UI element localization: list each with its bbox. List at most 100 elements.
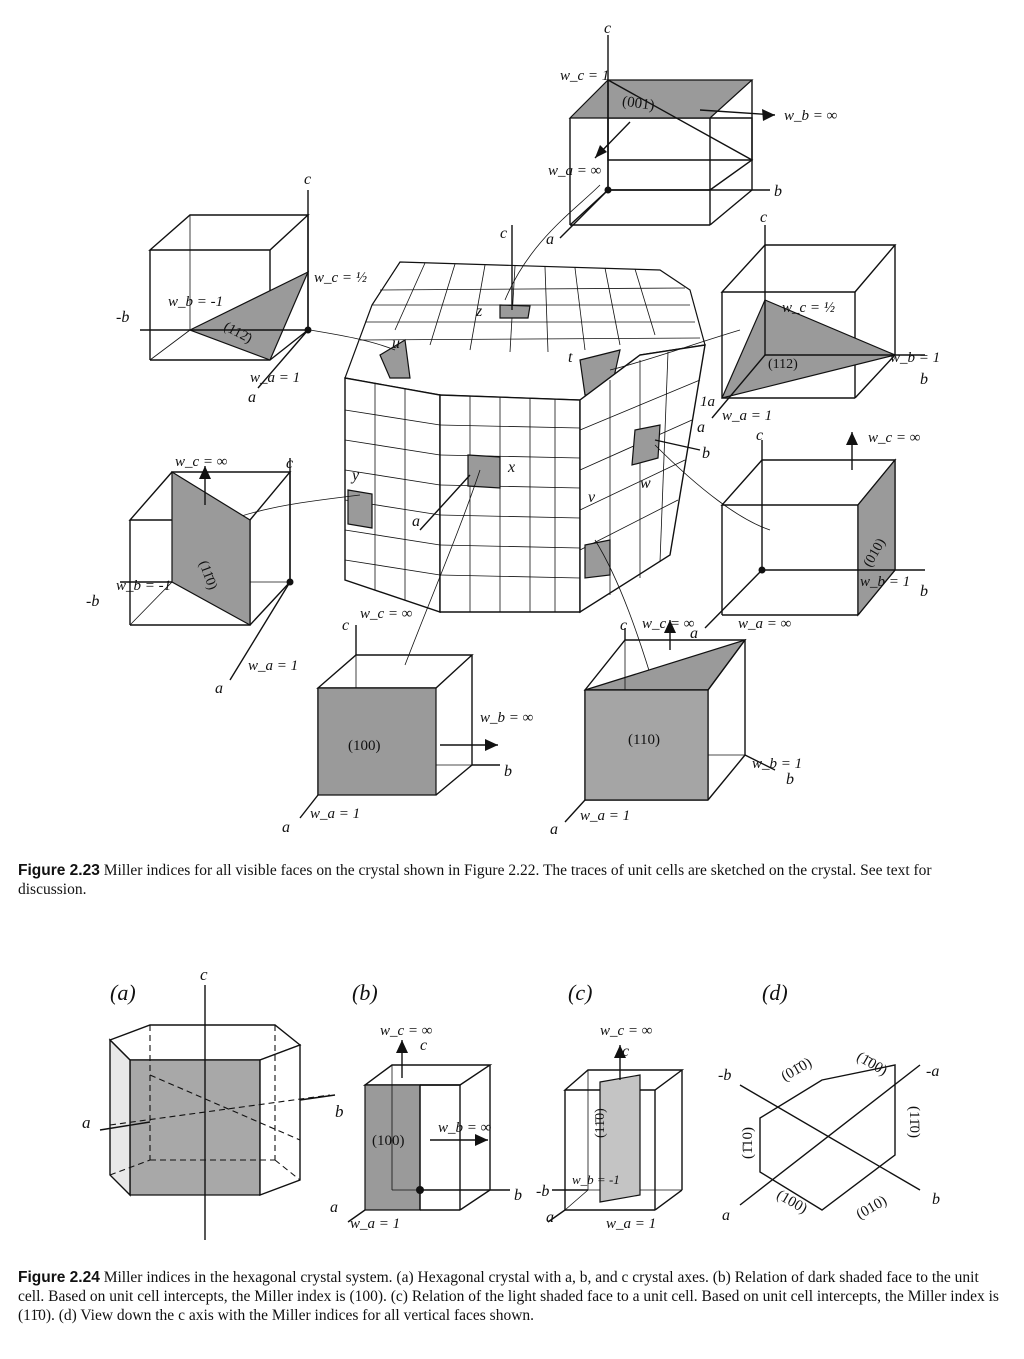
cell-110-axis-c: c — [620, 617, 627, 634]
panel-c-intercept-c: w_c = ∞ — [600, 1023, 653, 1039]
cell-1bar10-intercept-c: w_c = ∞ — [175, 454, 228, 470]
central-crystal: z u t y x v w a c b — [229, 184, 771, 691]
cell-100-intercept-a: w_a = 1 — [310, 806, 360, 822]
cell-100-index: (100) — [348, 738, 381, 754]
cell-112: (112) w_c = ½ w_b = 1 w_a = 1 c b a 1a — [697, 209, 940, 436]
cell-112-axis-a: a — [697, 419, 705, 436]
cell-001-axis-b: b — [774, 183, 782, 200]
panel-d-face-6: (010) — [854, 1193, 890, 1223]
cell-112bar-axis-a: a — [248, 389, 256, 406]
cell-110: (110) w_c = ∞ w_b = 1 w_a = 1 c b a — [550, 616, 802, 838]
panel-d-axis-a: a — [722, 1207, 730, 1224]
cell-112bar-axis-c: c — [304, 171, 311, 188]
cell-110-intercept-a: w_a = 1 — [580, 808, 630, 824]
cell-110-axis-a: a — [550, 821, 558, 838]
figure-2-24-caption: Figure 2.24 Miller indices in the hexago… — [18, 1268, 1003, 1325]
cell-001-intercept-b: w_b = ∞ — [784, 108, 838, 124]
cell-110-intercept-b: w_b = 1 — [752, 756, 802, 772]
crystal-face-label-z: z — [475, 303, 483, 320]
panel-a-label: (a) — [110, 980, 136, 1005]
figure-2-23-caption-text: Miller indices for all visible faces on … — [18, 862, 932, 898]
cell-1bar10-intercept-a: w_a = 1 — [248, 658, 298, 674]
cell-112-axis-c: c — [760, 209, 767, 226]
crystal-axis-label-c: c — [500, 225, 507, 242]
panel-d-face-3: (1̄10) — [740, 1127, 756, 1159]
panel-d-axis-b: b — [932, 1191, 940, 1208]
cell-010-intercept-a: w_a = ∞ — [738, 616, 792, 632]
panel-a-axis-b: b — [335, 1102, 344, 1121]
cell-100: (100) w_c = ∞ w_b = ∞ w_a = 1 c b a — [282, 606, 534, 836]
cell-112bar-intercept-c: w_c = ½ — [314, 270, 367, 286]
panel-c-1bar10-cell: (c) (11̄0) w_c = ∞ w_b = -1 w_a = 1 c a … — [536, 980, 685, 1232]
cell-1bar10-axis-c: c — [286, 455, 293, 472]
panel-d-axis-minus-a: -a — [926, 1063, 939, 1080]
cell-110-index: (110) — [628, 732, 660, 748]
cell-001-intercept-a: w_a = ∞ — [548, 163, 602, 179]
figure-2-24-caption-text: Miller indices in the hexagonal crystal … — [18, 1269, 999, 1324]
cell-010-intercept-b: w_b = 1 — [860, 574, 910, 590]
panel-c-axis-a: a — [546, 1209, 554, 1226]
cell-112-axis-b: b — [920, 371, 928, 388]
panel-b-intercept-b: w_b = ∞ — [438, 1120, 492, 1136]
cell-001-intercept-c: w_c = 1 — [560, 68, 609, 84]
cell-1bar10: (11̄0) w_c = ∞ w_b = -1 w_a = 1 c -b a — [86, 454, 298, 697]
crystal-face-label-v: v — [588, 489, 596, 506]
crystal-face-label-u: u — [392, 335, 400, 352]
cell-112-intercept-b: w_b = 1 — [890, 350, 940, 366]
panel-a-axis-a: a — [82, 1113, 91, 1132]
cell-001-axis-c: c — [604, 20, 611, 37]
crystal-face-label-x: x — [507, 459, 515, 476]
figure-2-24-caption-label: Figure 2.24 — [18, 1269, 100, 1286]
panel-c-label: (c) — [568, 980, 592, 1005]
cell-010-axis-a: a — [690, 625, 698, 642]
cell-001-index: (001) — [621, 94, 655, 114]
cell-100-axis-b: b — [504, 763, 512, 780]
cell-112bar: (112̄) w_c = ½ w_b = -1 w_a = 1 c -b a — [116, 171, 367, 406]
cell-112-intercept-c: w_c = ½ — [782, 300, 835, 316]
crystal-axis-label-a: a — [412, 513, 420, 530]
cell-001: (001) w_c = 1 w_b = ∞ w_a = ∞ c b a — [546, 20, 838, 248]
cell-001-axis-a: a — [546, 231, 554, 248]
panel-b-intercept-a: w_a = 1 — [350, 1216, 400, 1232]
panel-d-label: (d) — [762, 980, 788, 1005]
panel-b-label: (b) — [352, 980, 378, 1005]
cell-100-intercept-c: w_c = ∞ — [360, 606, 413, 622]
cell-100-intercept-b: w_b = ∞ — [480, 710, 534, 726]
cell-010-axis-c: c — [756, 427, 763, 444]
panel-b-index: (100) — [372, 1133, 405, 1149]
cell-112bar-intercept-a: w_a = 1 — [250, 370, 300, 386]
crystal-axis-label-b: b — [702, 445, 710, 462]
panel-d-face-4: (11̄0) — [906, 1106, 922, 1138]
panel-c-intercept-b: w_b = -1 — [572, 1172, 620, 1187]
cell-112-index: (112) — [768, 357, 798, 372]
cell-010-intercept-c: w_c = ∞ — [868, 430, 921, 446]
panel-d-top-view: (d) (01̄0) (1̄00) (1̄10) (11̄0) (100) (0… — [718, 980, 940, 1224]
cell-100-axis-a: a — [282, 819, 290, 836]
cell-112-intercept-a: w_a = 1 — [722, 408, 772, 424]
cell-1bar10-axis-b: -b — [86, 593, 99, 610]
panel-d-axis-minus-b: -b — [718, 1067, 731, 1084]
cell-1bar10-intercept-b: w_b = -1 — [116, 578, 171, 594]
panel-b-axis-b: b — [514, 1187, 522, 1204]
panel-c-index: (11̄0) — [593, 1108, 608, 1138]
crystal-face-label-y: y — [350, 467, 360, 484]
panel-b-axis-a: a — [330, 1199, 338, 1216]
panel-c-axis-b: -b — [536, 1183, 549, 1200]
panel-a-hexagonal-prism: (a) c a b — [82, 965, 344, 1240]
panel-c-axis-c: c — [622, 1043, 629, 1060]
panel-b-100-cell: (b) (100) w_c = ∞ w_b = ∞ w_a = 1 c a b — [330, 980, 522, 1232]
panel-b-axis-c: c — [420, 1037, 427, 1054]
cell-112bar-intercept-b: w_b = -1 — [168, 294, 223, 310]
cell-110-intercept-c: w_c = ∞ — [642, 616, 695, 632]
figure-2-23-caption-label: Figure 2.23 — [18, 862, 100, 879]
crystal-face-label-w: w — [640, 475, 651, 492]
crystal-face-label-t: t — [568, 349, 573, 366]
cell-010-axis-b: b — [920, 583, 928, 600]
cell-112bar-axis-b: -b — [116, 309, 129, 326]
cell-010: (010) w_c = ∞ w_b = 1 w_a = ∞ c b a — [690, 427, 928, 642]
panel-d-face-1: (01̄0) — [779, 1055, 815, 1085]
panel-a-axis-c: c — [200, 965, 208, 984]
cell-1bar10-axis-a: a — [215, 680, 223, 697]
